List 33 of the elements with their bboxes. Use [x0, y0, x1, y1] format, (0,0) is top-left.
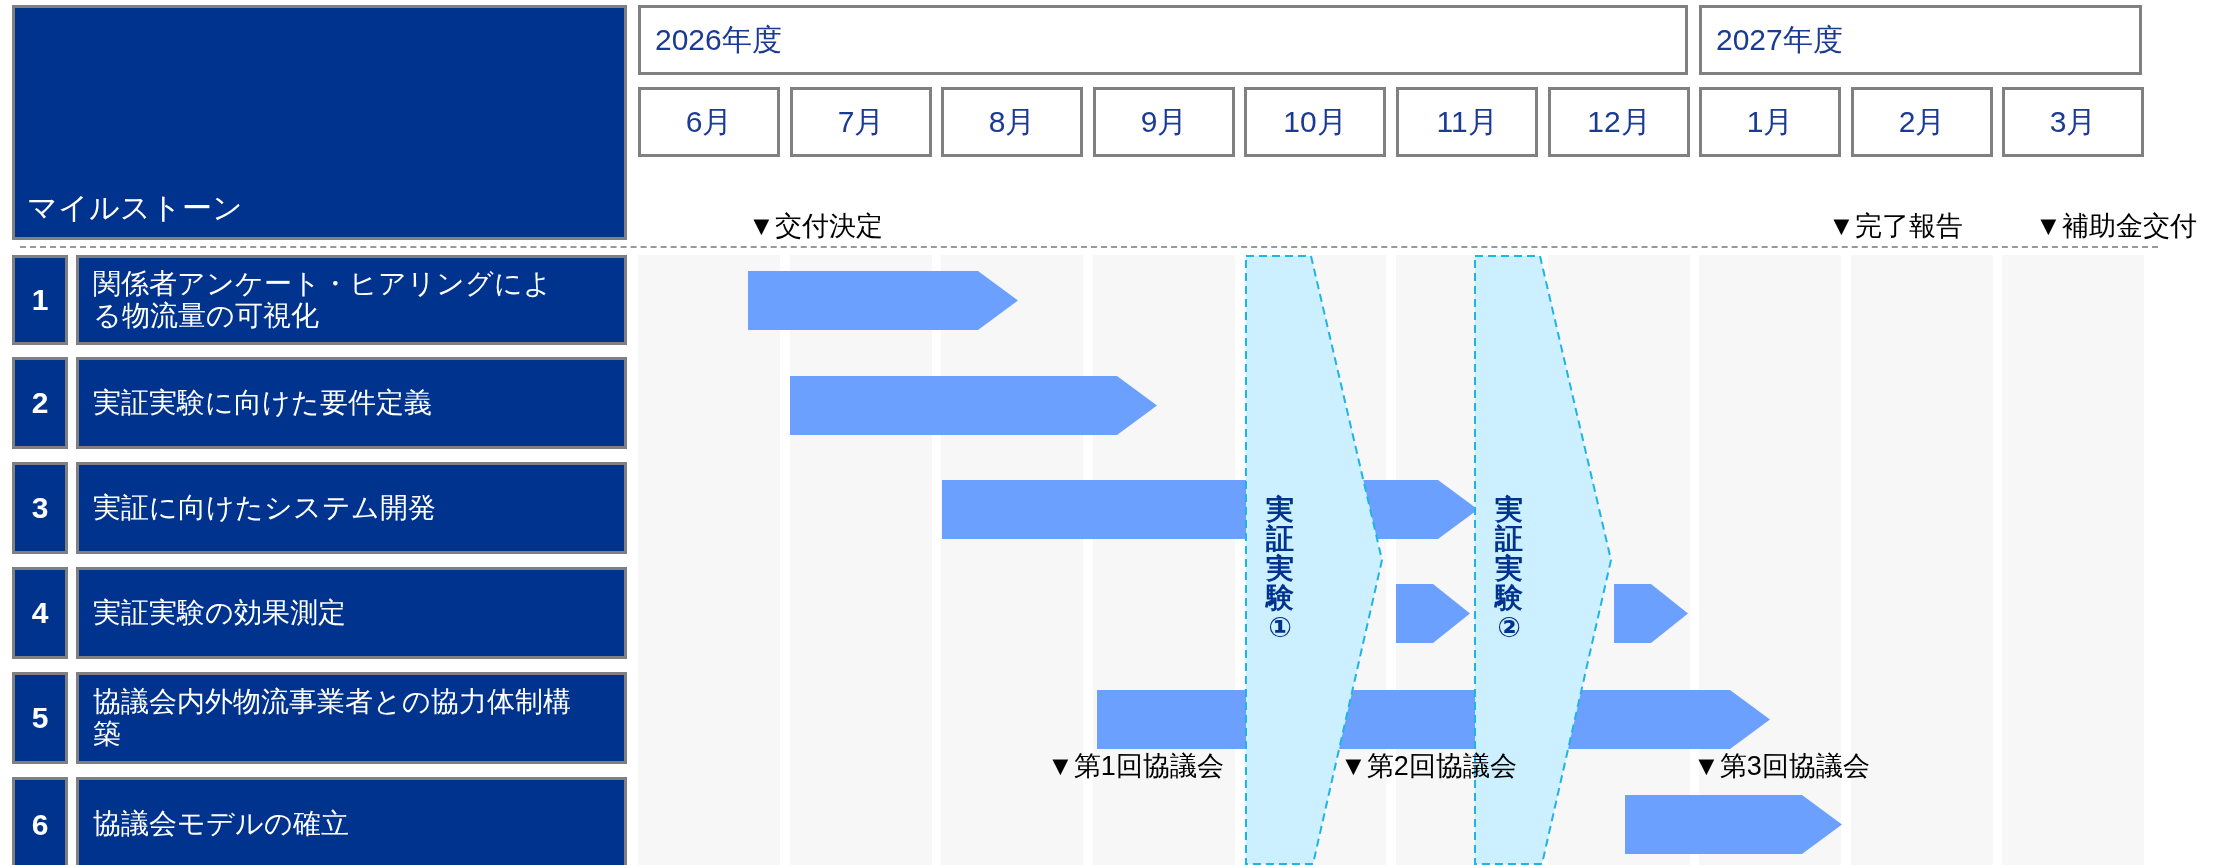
- row-number: 1: [12, 255, 68, 345]
- task-box: 協議会内外物流事業者との協力体制構築: [76, 672, 627, 764]
- month-header: 1月: [1699, 87, 1841, 157]
- task-box: 関係者アンケート・ヒアリングによる物流量の可視化: [76, 255, 627, 345]
- month-header: 11月: [1396, 87, 1538, 157]
- meeting-label: ▼第1回協議会: [1047, 750, 1224, 783]
- month-header: 6月: [638, 87, 780, 157]
- fiscal-year-header: 2026年度: [638, 5, 1688, 75]
- phase-label: 実証実験①: [1265, 495, 1295, 642]
- month-header: 2月: [1851, 87, 1993, 157]
- row-number: 2: [12, 357, 68, 449]
- fiscal-year-header: 2027年度: [1699, 5, 2142, 75]
- milestone-label: ▼交付決定: [748, 210, 883, 243]
- task-box: 実証に向けたシステム開発: [76, 462, 627, 554]
- row-number: 3: [12, 462, 68, 554]
- meeting-label: ▼第2回協議会: [1340, 750, 1517, 783]
- milestone-header: マイルストーン: [12, 5, 627, 240]
- row-number: 4: [12, 567, 68, 659]
- task-box: 実証実験の効果測定: [76, 567, 627, 659]
- month-header: 12月: [1548, 87, 1690, 157]
- milestone-label: ▼補助金交付: [2035, 210, 2197, 243]
- milestone-label: ▼完了報告: [1828, 210, 1963, 243]
- month-header: 8月: [941, 87, 1083, 157]
- row-number: 5: [12, 672, 68, 764]
- meeting-label: ▼第3回協議会: [1693, 750, 1870, 783]
- row-number: 6: [12, 777, 68, 865]
- month-header: 3月: [2002, 87, 2144, 157]
- task-box: 協議会モデルの確立: [76, 777, 627, 865]
- phase-label: 実証実験②: [1494, 495, 1524, 642]
- month-header: 7月: [790, 87, 932, 157]
- month-header: 10月: [1244, 87, 1386, 157]
- month-header: 9月: [1093, 87, 1235, 157]
- task-box: 実証実験に向けた要件定義: [76, 357, 627, 449]
